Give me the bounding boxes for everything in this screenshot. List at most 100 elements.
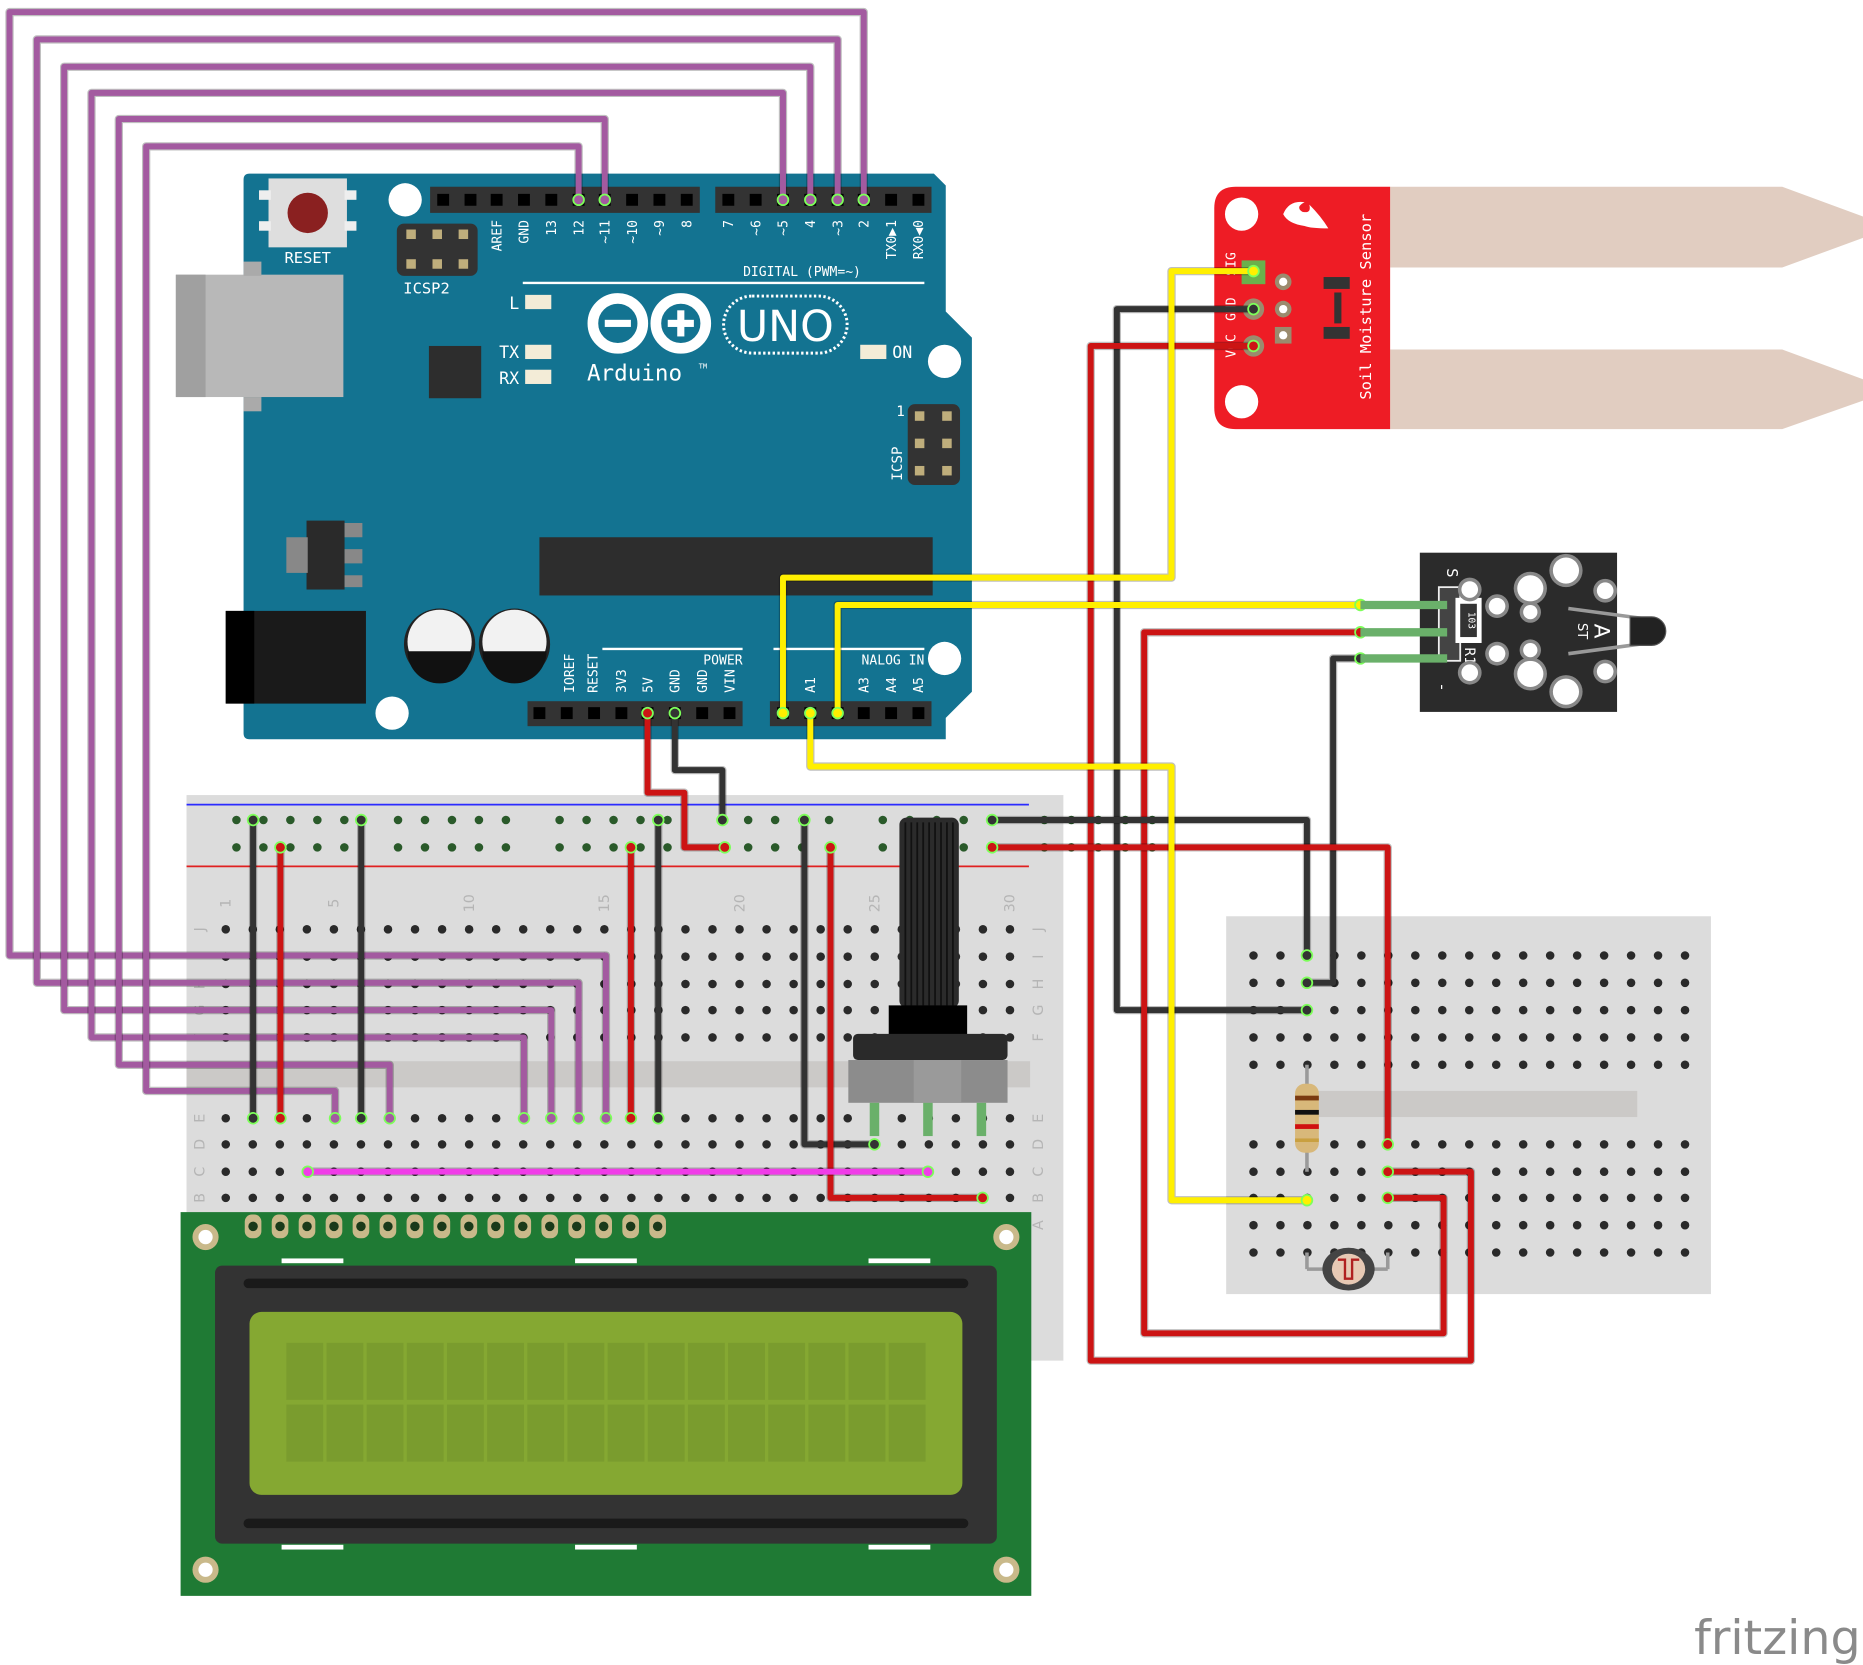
breadboard-hole[interactable] [924, 1140, 934, 1149]
breadboard-hole[interactable] [1491, 978, 1501, 988]
breadboard-hole[interactable] [1626, 1033, 1636, 1042]
breadboard-hole[interactable] [1518, 1033, 1528, 1042]
breadboard-hole[interactable] [1599, 1248, 1609, 1257]
breadboard-hole[interactable] [1411, 978, 1420, 988]
rail-hole[interactable] [393, 843, 403, 852]
wire-endpoint[interactable] [1300, 976, 1314, 990]
breadboard-hole[interactable] [1599, 951, 1609, 960]
header-pin[interactable] [885, 193, 898, 206]
breadboard-hole[interactable] [1653, 1248, 1663, 1257]
breadboard-hole[interactable] [708, 1005, 717, 1015]
header-pin[interactable] [615, 707, 628, 720]
breadboard-hole[interactable] [789, 1113, 798, 1123]
breadboard-hole[interactable] [1599, 1060, 1609, 1070]
breadboard-hole[interactable] [356, 1193, 366, 1203]
breadboard-hole[interactable] [843, 925, 852, 934]
wire-endpoint[interactable] [1381, 1165, 1394, 1178]
breadboard-hole[interactable] [1438, 1033, 1447, 1042]
header-pin[interactable] [885, 707, 898, 720]
breadboard-hole[interactable] [708, 979, 717, 989]
breadboard-hole[interactable] [978, 952, 988, 961]
header-pin[interactable] [722, 193, 735, 206]
wire-endpoint[interactable] [776, 706, 790, 720]
breadboard-hole[interactable] [735, 952, 744, 961]
rail-hole[interactable] [313, 843, 322, 852]
breadboard-hole[interactable] [762, 925, 771, 934]
breadboard-hole[interactable] [1330, 1033, 1339, 1042]
breadboard-hole[interactable] [978, 979, 988, 989]
header-pin[interactable] [723, 707, 736, 720]
breadboard-hole[interactable] [221, 1140, 231, 1149]
breadboard-hole[interactable] [1572, 1005, 1582, 1015]
breadboard-hole[interactable] [1276, 978, 1285, 988]
breadboard-hole[interactable] [1680, 1140, 1690, 1149]
breadboard-hole[interactable] [600, 1193, 609, 1203]
breadboard-hole[interactable] [1491, 1033, 1501, 1042]
breadboard-hole[interactable] [1249, 1033, 1258, 1042]
breadboard-hole[interactable] [843, 1113, 852, 1123]
wire-endpoint[interactable] [1247, 264, 1260, 278]
breadboard-hole[interactable] [708, 925, 717, 934]
breadboard-hole[interactable] [1303, 1220, 1312, 1230]
breadboard-hole[interactable] [789, 979, 798, 989]
rail-hole[interactable] [420, 815, 430, 825]
header-pin[interactable] [653, 193, 666, 206]
black-wire[interactable] [1303, 655, 1364, 986]
breadboard-hole[interactable] [1572, 1167, 1582, 1176]
wire-endpoint[interactable] [354, 1112, 368, 1125]
wire-endpoint[interactable] [716, 813, 729, 827]
wire-endpoint[interactable] [1247, 339, 1260, 353]
wire-endpoint[interactable] [572, 193, 585, 207]
breadboard-hole[interactable] [1005, 952, 1015, 961]
header-pin[interactable] [560, 707, 573, 720]
breadboard-hole[interactable] [735, 1113, 744, 1123]
breadboard-hole[interactable] [1249, 1220, 1258, 1230]
breadboard-hole[interactable] [1545, 1193, 1555, 1203]
wire-endpoint[interactable] [1381, 1191, 1394, 1205]
wire-endpoint[interactable] [718, 841, 732, 854]
wire-endpoint[interactable] [651, 1112, 665, 1125]
breadboard-hole[interactable] [627, 1140, 636, 1149]
rail-hole[interactable] [474, 815, 484, 825]
wire-endpoint[interactable] [246, 1112, 260, 1125]
red-wire[interactable] [827, 844, 986, 1201]
breadboard-hole[interactable] [681, 925, 690, 934]
breadboard-hole[interactable] [1384, 1220, 1393, 1230]
breadboard-hole[interactable] [464, 1140, 474, 1149]
header-pin[interactable] [626, 193, 639, 206]
wire-endpoint[interactable] [624, 1112, 638, 1125]
breadboard-hole[interactable] [437, 1140, 447, 1149]
breadboard-hole[interactable] [1491, 951, 1501, 960]
breadboard-hole[interactable] [1599, 1193, 1609, 1203]
breadboard-hole[interactable] [762, 1033, 771, 1042]
wire-endpoint[interactable] [776, 193, 790, 207]
breadboard-hole[interactable] [951, 1167, 961, 1176]
breadboard-hole[interactable] [1491, 1140, 1501, 1149]
breadboard-hole[interactable] [573, 1193, 582, 1203]
breadboard-hole[interactable] [1491, 1248, 1501, 1257]
rail-hole[interactable] [770, 843, 780, 852]
breadboard-hole[interactable] [1249, 1140, 1258, 1149]
breadboard-hole[interactable] [1411, 1033, 1420, 1042]
breadboard-hole[interactable] [221, 1167, 231, 1176]
breadboard-hole[interactable] [1491, 1060, 1501, 1070]
breadboard-hole[interactable] [518, 1140, 528, 1149]
wire-endpoint[interactable] [599, 1112, 613, 1125]
rail-hole[interactable] [420, 843, 430, 852]
breadboard-hole[interactable] [410, 1140, 420, 1149]
breadboard-hole[interactable] [275, 1140, 285, 1149]
breadboard-hole[interactable] [708, 1113, 717, 1123]
breadboard-hole[interactable] [464, 1193, 474, 1203]
header-pin[interactable] [533, 707, 546, 720]
black-wire[interactable] [1113, 306, 1310, 1014]
breadboard-hole[interactable] [708, 952, 717, 961]
breadboard-hole[interactable] [1680, 1167, 1690, 1176]
breadboard-hole[interactable] [762, 979, 771, 989]
breadboard-hole[interactable] [762, 1193, 771, 1203]
breadboard-hole[interactable] [1005, 925, 1015, 934]
breadboard-hole[interactable] [1545, 1060, 1555, 1070]
breadboard-hole[interactable] [302, 925, 312, 934]
header-pin[interactable] [696, 707, 709, 720]
breadboard-hole[interactable] [1276, 1220, 1285, 1230]
breadboard-hole[interactable] [1249, 1248, 1258, 1257]
